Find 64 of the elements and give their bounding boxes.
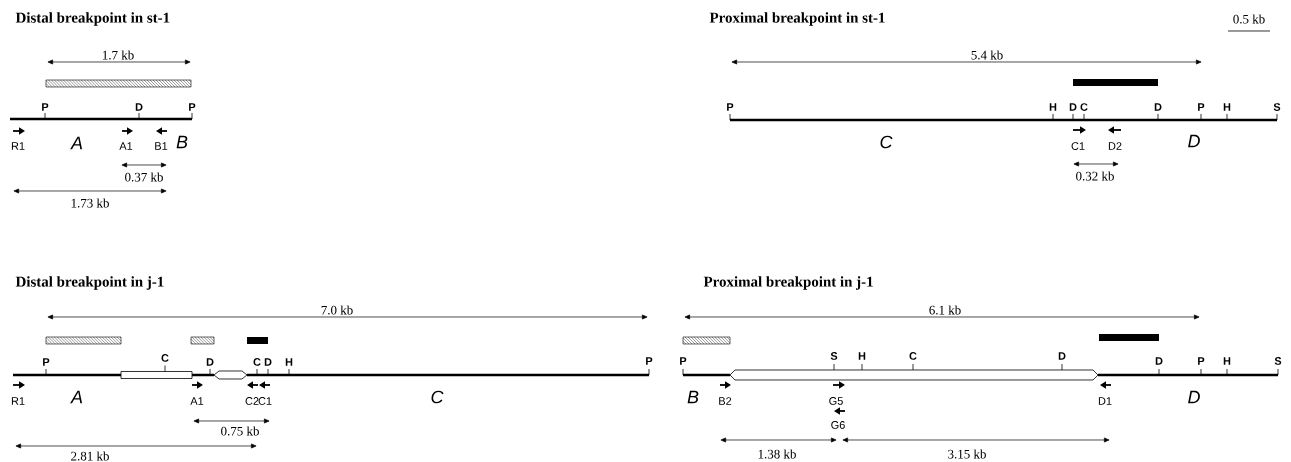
region-label: C [431,390,444,404]
restriction-site-label: C [253,358,261,366]
primer-label: B1 [155,142,168,150]
restriction-site-label: C [161,354,169,362]
dimension-label: 0.37 kb [123,171,165,183]
restriction-site-label: C [1080,103,1088,111]
dimension-label: 2.81 kb [69,450,111,462]
region-label: A [70,136,83,150]
panel-title: Proximal breakpoint in j-1 [703,276,873,290]
dimension-label: 1.73 kb [69,197,111,209]
primer-label: R1 [11,397,25,405]
restriction-site-label: H [858,352,866,360]
primer-label: A1 [190,397,204,405]
restriction-site-label: D [1058,352,1066,360]
restriction-site-label: D [1069,103,1077,111]
dimension-label: 5.4 kb [969,49,1005,61]
dimension-label: 1.7 kb [100,49,136,61]
region-label: C [880,135,893,149]
restriction-site-label: H [1049,103,1057,111]
restriction-site-label: C [909,352,917,360]
restriction-site-label: P [189,103,196,111]
restriction-site-label: P [727,103,734,111]
primer-label: G6 [831,421,845,429]
restriction-site-label: D [206,358,214,366]
restriction-site-label: D [1154,103,1162,111]
region-label: D [1188,134,1200,148]
restriction-site-label: P [43,358,50,366]
panel-title: Proximal breakpoint in st-1 [709,12,885,26]
restriction-site-label: H [1223,103,1231,111]
panel-title: Distal breakpoint in j-1 [15,276,164,290]
primer-label: G5 [829,397,843,405]
restriction-site-label: P [1198,103,1205,111]
restriction-site-label: H [285,358,293,366]
restriction-site-label: S [1274,357,1282,365]
dimension-label: 7.0 kb [319,304,355,316]
primer-label: C1 [1071,142,1085,150]
restriction-site-label: D [1155,357,1163,365]
panel-title: Distal breakpoint in st-1 [15,12,170,26]
primer-label: A1 [119,142,133,150]
primer-label: R1 [11,142,25,150]
dimension-label: 1.38 kb [756,448,798,460]
primer-label: C2 [245,397,259,405]
region-label: D [1188,390,1200,404]
region-label: B [176,135,188,149]
restriction-site-label: H [1223,357,1231,365]
restriction-site-label: D [264,358,272,366]
restriction-site-label: D [135,103,143,111]
restriction-site-label: S [1273,103,1281,111]
region-label: A [70,390,83,404]
dimension-label: 0.5 kb [1231,13,1267,25]
restriction-site-label: P [42,103,49,111]
restriction-site-label: S [830,352,838,360]
restriction-site-label: P [646,357,653,365]
primer-label: D2 [1108,142,1122,150]
dimension-label: 0.32 kb [1074,170,1116,182]
primer-label: B2 [719,397,732,405]
restriction-site-label: P [1198,357,1205,365]
primer-label: C1 [258,397,272,405]
restriction-site-label: P [680,357,687,365]
region-label: B [687,390,699,404]
primer-label: D1 [1098,397,1112,405]
dimension-label: 6.1 kb [927,304,963,316]
dimension-label: 0.75 kb [219,425,261,437]
dimension-label: 3.15 kb [946,448,988,460]
